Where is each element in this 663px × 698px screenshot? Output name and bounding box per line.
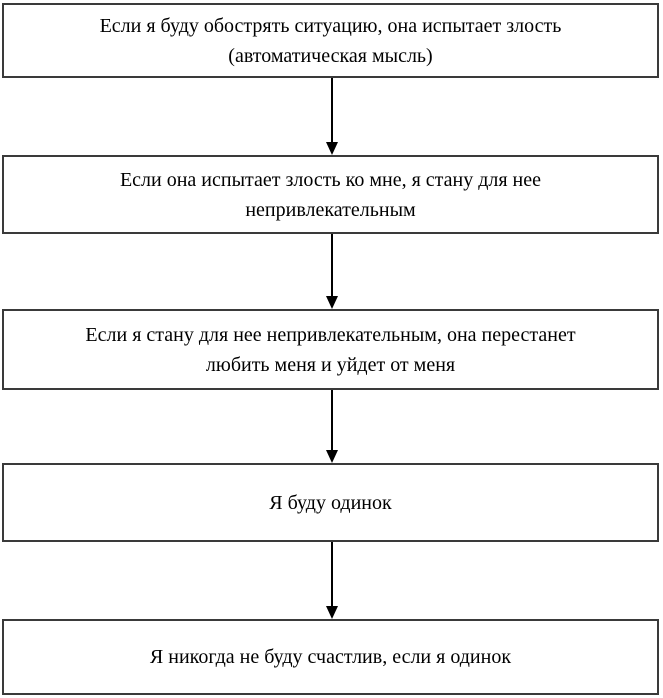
box-text-line: Я никогда не буду счастлив, если я одино… bbox=[149, 646, 512, 668]
box-text-line: Если я буду обострять ситуацию, она испы… bbox=[99, 14, 562, 37]
arrow-head bbox=[325, 450, 338, 463]
arrow-shaft bbox=[330, 78, 333, 144]
box-text-line: Если я стану для нее непривлекательным, … bbox=[85, 323, 576, 346]
arrow-shaft bbox=[330, 390, 333, 452]
arrow-down-icon bbox=[325, 78, 338, 155]
flow-box-core-belief: Я никогда не буду счастлив, если я одино… bbox=[2, 619, 659, 695]
arrow-shaft bbox=[330, 234, 333, 298]
arrow-down-icon bbox=[325, 542, 338, 619]
box-text-line: (автоматическая мысль) bbox=[228, 44, 433, 67]
flow-box-step-4: Я буду одинок bbox=[2, 463, 659, 542]
box-text-line: любить меня и уйдет от меня bbox=[205, 353, 456, 376]
box-text-line: непривлекательным bbox=[245, 198, 416, 221]
arrow-down-icon bbox=[325, 390, 338, 463]
arrow-head bbox=[325, 296, 338, 309]
arrow-shaft bbox=[330, 542, 333, 608]
box-text-line: Если она испытает злость ко мне, я стану… bbox=[119, 168, 542, 191]
arrow-head bbox=[325, 142, 338, 155]
flow-box-step-2: Если она испытает злость ко мне, я стану… bbox=[2, 155, 659, 234]
flow-box-automatic-thought: Если я буду обострять ситуацию, она испы… bbox=[2, 3, 659, 78]
arrow-head bbox=[325, 606, 338, 619]
box-text-line: Я буду одинок bbox=[269, 491, 392, 514]
flow-box-step-3: Если я стану для нее непривлекательным, … bbox=[2, 309, 659, 390]
arrow-down-icon bbox=[325, 234, 338, 309]
